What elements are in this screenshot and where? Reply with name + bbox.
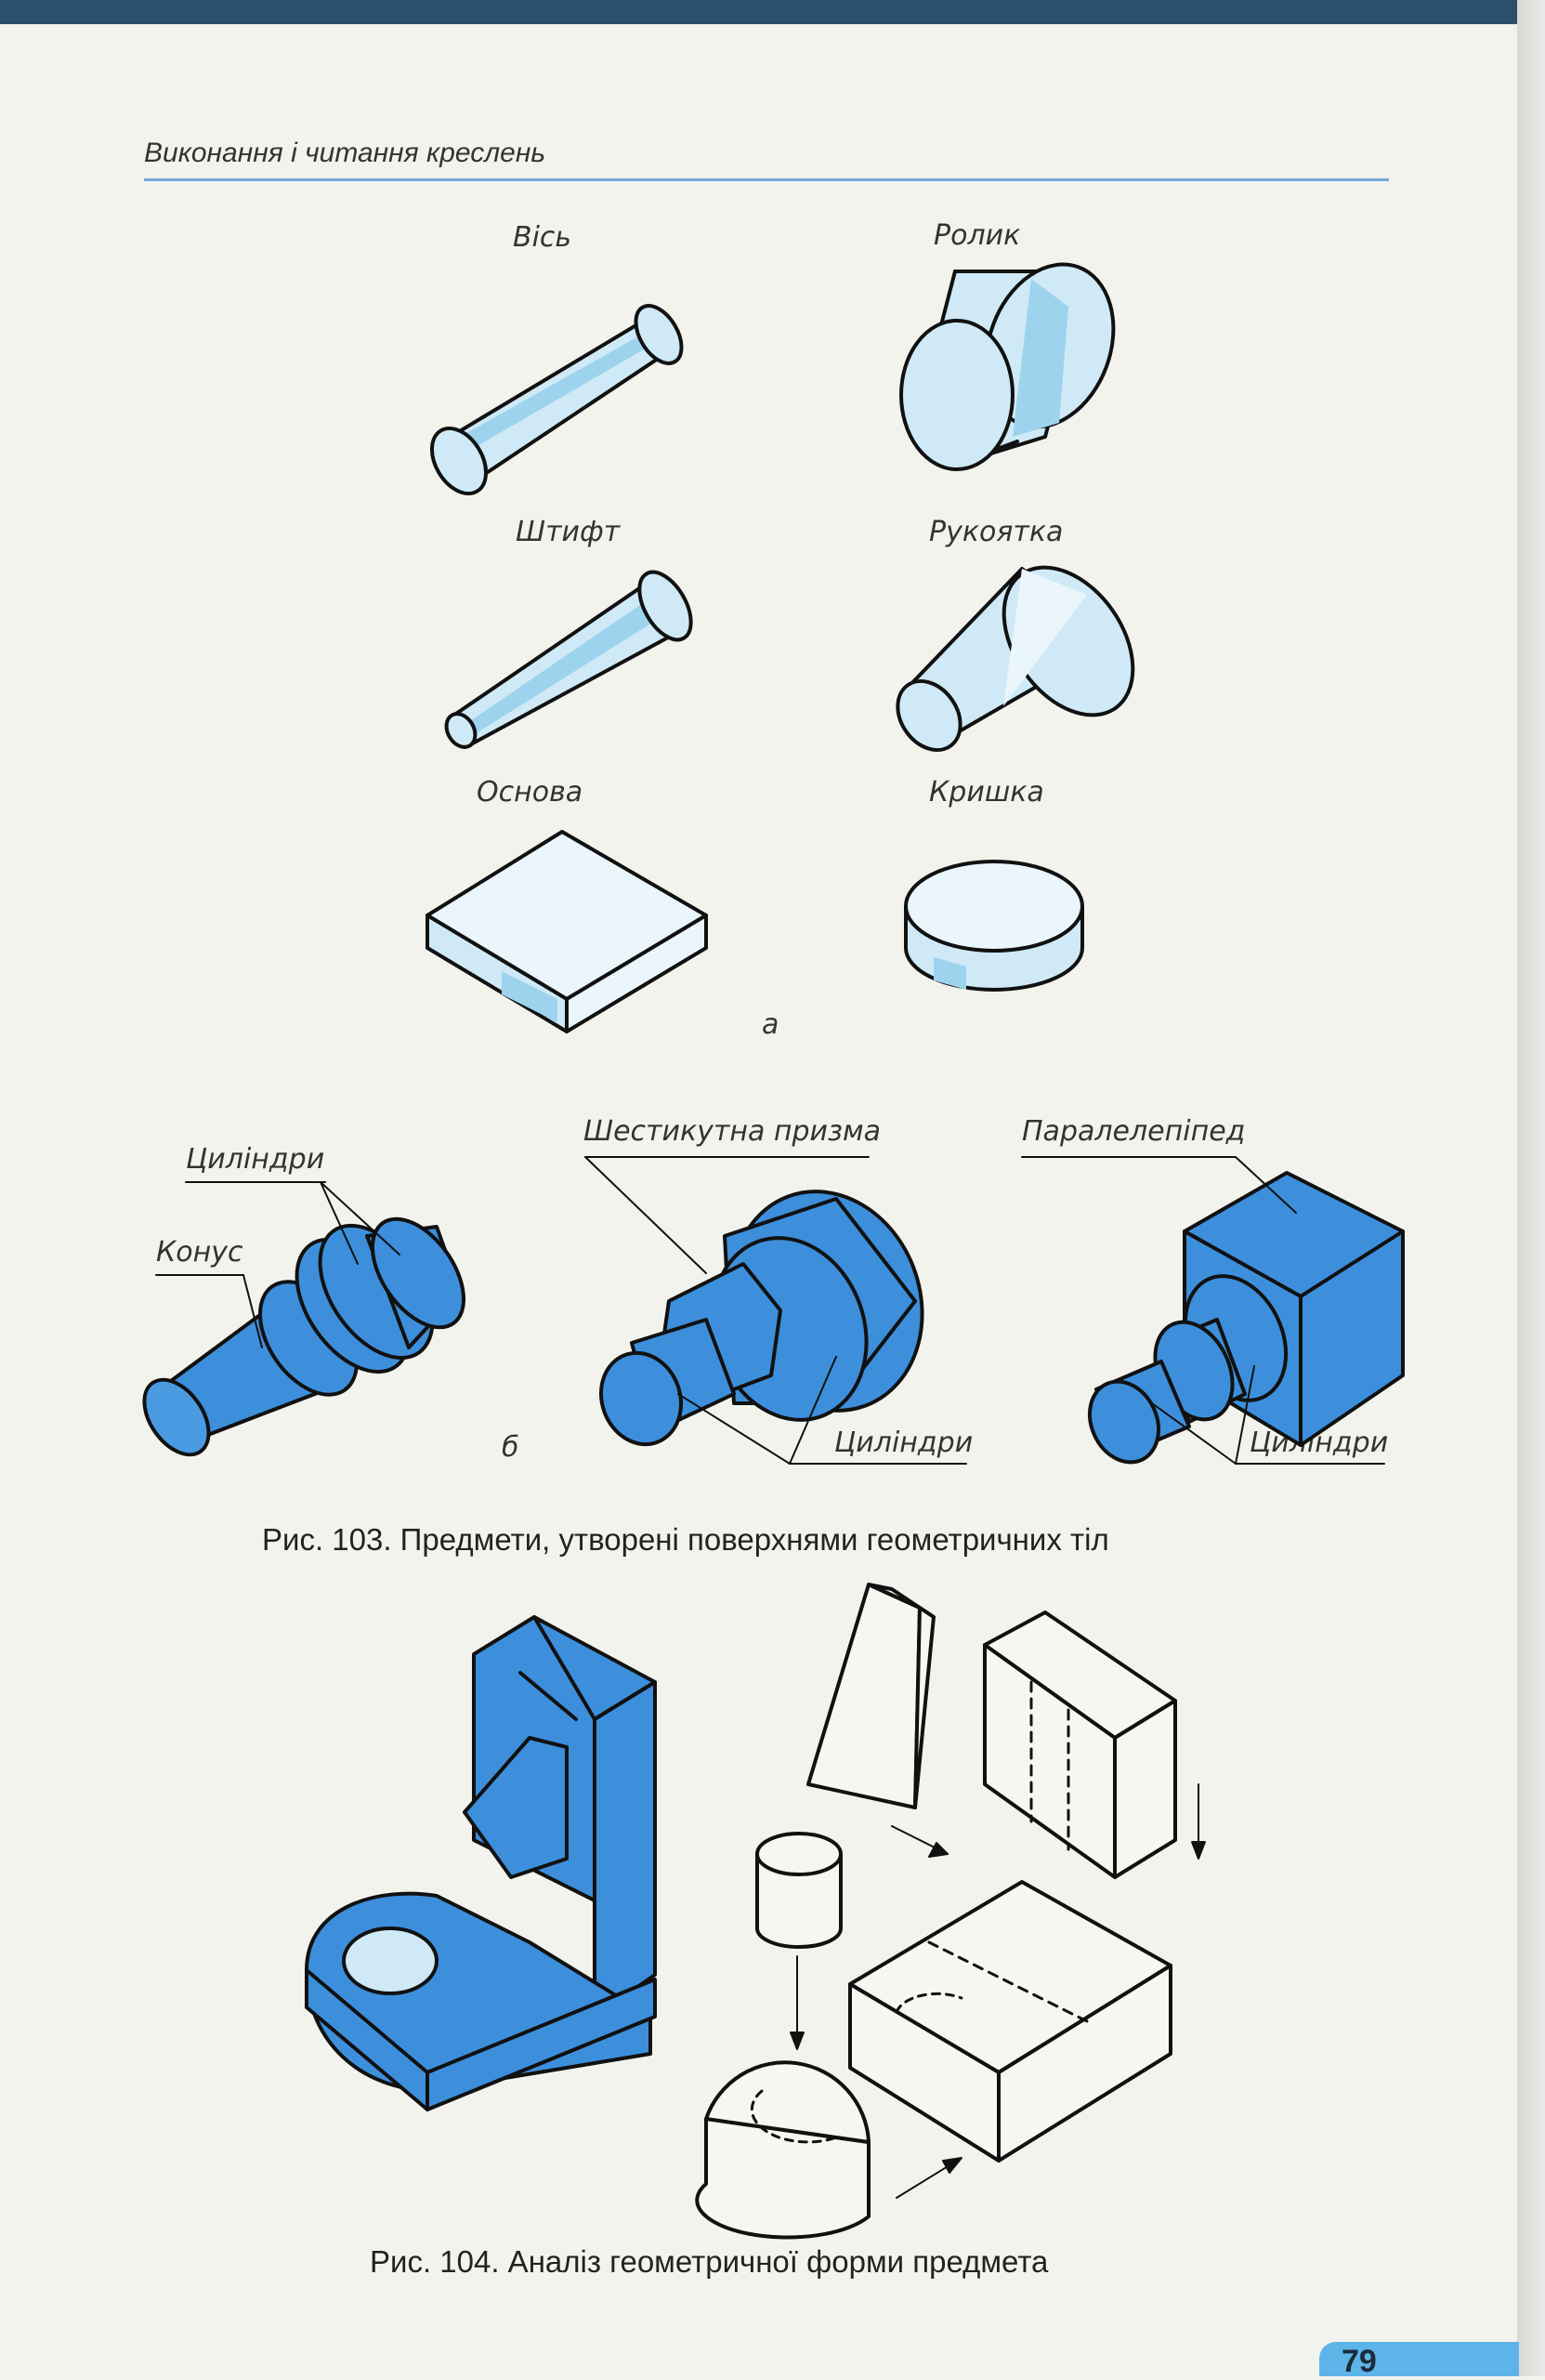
- label-cylinders-2: Циліндри: [834, 1427, 974, 1459]
- label-cone: Конус: [156, 1236, 243, 1269]
- arrows-104: [790, 1783, 1206, 2199]
- label-part-a: а: [762, 1008, 779, 1041]
- hex-prism-drawing: [598, 1190, 924, 1447]
- label-lid: Кришка: [929, 776, 1044, 809]
- pin-drawing: [444, 570, 693, 749]
- label-roller: Ролик: [934, 219, 1021, 252]
- label-parallelepiped: Паралелепіпед: [1022, 1115, 1246, 1148]
- plate-part: [848, 1880, 1172, 2163]
- running-header: Виконання і читання креслень: [144, 138, 546, 168]
- label-cylinders-1: Циліндри: [186, 1143, 325, 1176]
- base-drawing: [426, 830, 708, 1033]
- handle-drawing: [896, 565, 1135, 753]
- page-number: 79: [1342, 2344, 1377, 2379]
- small-cylinder-part: [755, 1832, 843, 1949]
- page-edge-shadow: [1517, 0, 1545, 2376]
- page-number-tab: 79: [1319, 2342, 1519, 2379]
- parallelepiped-drawing: [1088, 1171, 1405, 1465]
- label-base: Основа: [477, 776, 583, 809]
- wedge-part: [806, 1583, 936, 1809]
- cone-cylinders-drawing: [142, 1216, 466, 1457]
- figure-103-caption: Рис. 103. Предмети, утворені поверхнями …: [262, 1522, 1109, 1557]
- axle-drawing: [429, 304, 684, 496]
- figure-104-caption: Рис. 104. Аналіз геометричної форми пред…: [370, 2244, 1049, 2279]
- leader-lines-103b: [155, 1156, 1385, 1465]
- label-handle: Рукоятка: [929, 516, 1064, 548]
- block-part: [983, 1611, 1177, 1879]
- bracket-drawing: [305, 1615, 657, 2111]
- half-cylinder-part: [695, 2060, 871, 2240]
- label-hex-prism: Шестикутна призма: [583, 1115, 882, 1148]
- header-rule: [144, 178, 1389, 181]
- label-pin: Штифт: [516, 516, 621, 548]
- top-edge-band: [0, 0, 1545, 24]
- lid-drawing: [904, 860, 1084, 992]
- label-part-b: б: [502, 1431, 519, 1464]
- label-axle: Вісь: [513, 221, 572, 254]
- roller-drawing: [899, 262, 1116, 471]
